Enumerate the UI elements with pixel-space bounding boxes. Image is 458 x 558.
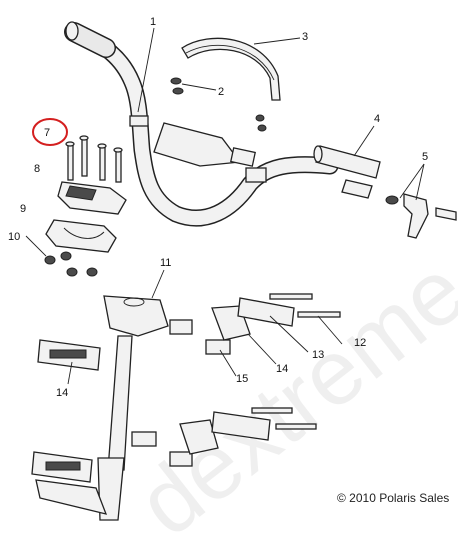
watermark: dextreme <box>120 239 458 555</box>
callout-7: 7 <box>44 127 50 139</box>
nuts-10 <box>44 251 98 277</box>
callout-14-left: 14 <box>56 387 68 399</box>
callout-3: 3 <box>302 31 308 43</box>
callout-4: 4 <box>374 113 380 125</box>
callout-13: 13 <box>312 349 324 361</box>
callout-2: 2 <box>218 86 224 98</box>
highlight-circle <box>32 118 68 146</box>
throttle-lever <box>385 193 457 239</box>
callout-15: 15 <box>236 373 248 385</box>
callout-labels: 1 2 3 4 5 7 8 9 10 11 12 13 14 14 15 <box>8 16 428 399</box>
copyright-text: © 2010 Polaris Sales <box>337 491 450 505</box>
callout-10: 10 <box>8 231 20 243</box>
crossbar-guard <box>181 37 281 101</box>
bolts-7 <box>65 135 123 183</box>
lower-clamp <box>45 219 117 253</box>
nuts-2 <box>170 77 267 132</box>
steering-post <box>35 295 169 521</box>
callout-8: 8 <box>34 163 40 175</box>
handlebar <box>64 21 339 227</box>
callout-12: 12 <box>354 337 366 349</box>
steering-blocks-left <box>31 339 101 483</box>
callout-5: 5 <box>422 151 428 163</box>
bushings <box>131 319 231 467</box>
links <box>211 297 295 441</box>
callout-1: 1 <box>150 16 156 28</box>
callout-14-right: 14 <box>276 363 288 375</box>
upper-clamp <box>57 181 127 215</box>
callout-9: 9 <box>20 203 26 215</box>
callout-11: 11 <box>160 257 171 269</box>
leader-lines <box>25 27 425 385</box>
grip <box>313 145 381 199</box>
